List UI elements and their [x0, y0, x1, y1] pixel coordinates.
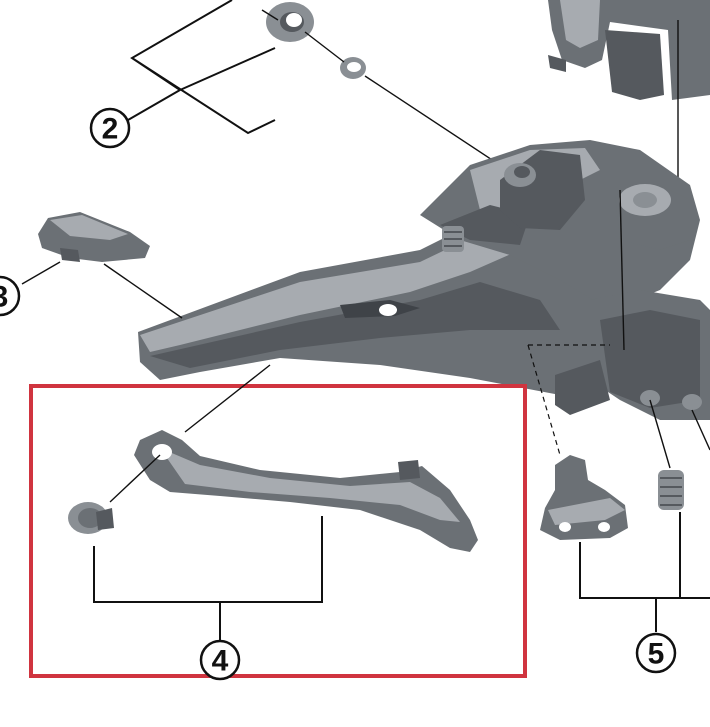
spring-leader [649, 399, 671, 469]
callout-3: 3 [0, 275, 21, 317]
washer-leader-2 [304, 31, 345, 63]
cap-leader [103, 263, 183, 319]
highlight-box [29, 384, 527, 678]
dashed-guide [527, 344, 610, 456]
body-leader-right [619, 189, 625, 351]
clamp-band [548, 0, 710, 100]
inner-cage-plate [134, 430, 478, 552]
cage-bolt [68, 502, 114, 534]
bolt-leader [109, 454, 161, 503]
cable-hook [540, 455, 628, 540]
bracket-5 [579, 512, 710, 632]
plate-leader [184, 364, 271, 433]
callout-5: 5 [635, 632, 677, 674]
bracket-2 [127, 0, 276, 135]
svg-text:4: 4 [212, 645, 229, 678]
callout-4: 4 [199, 639, 241, 681]
svg-text:3: 3 [0, 281, 8, 314]
svg-text:5: 5 [648, 638, 665, 671]
washer-leader-1 [261, 9, 279, 21]
cap-piece [38, 212, 150, 262]
adjust-spring [658, 470, 684, 510]
washer-small [340, 57, 366, 79]
bracket-4 [93, 516, 323, 640]
svg-text:2: 2 [102, 113, 119, 146]
spring-leader-2 [691, 409, 710, 451]
callout-2: 2 [89, 107, 131, 149]
derailleur-body [138, 140, 710, 420]
callout-3-leader [21, 261, 61, 285]
washer-large [266, 2, 314, 42]
